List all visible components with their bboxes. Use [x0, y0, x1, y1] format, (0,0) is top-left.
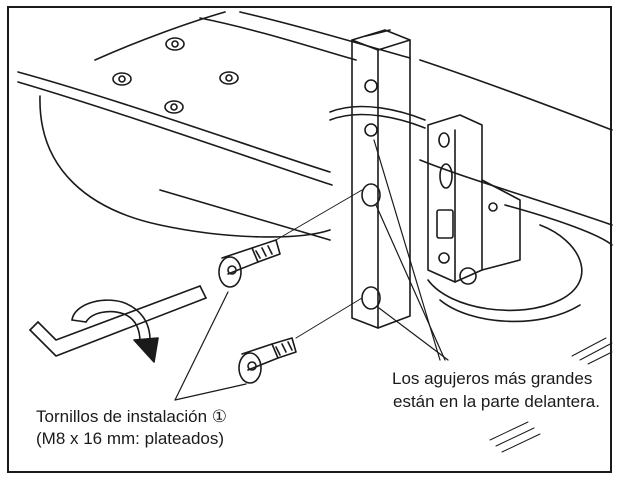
bracket-icon — [329, 29, 426, 329]
screw-icon — [218, 189, 363, 288]
screws-label-line1: Tornillos de instalación ① — [36, 407, 228, 426]
hatch-marks — [489, 337, 613, 453]
screw-icon — [238, 297, 363, 384]
illustration-frame — [7, 6, 612, 473]
plinth — [17, 11, 613, 246]
arm-base — [427, 114, 583, 323]
holes-label-line2: están en la parte delantera. — [393, 392, 600, 411]
hole-leaders — [373, 139, 449, 361]
holes-label-line1: Los agujeros más grandes — [392, 369, 593, 388]
plate-holes — [112, 37, 239, 114]
screws-label-line2: (M8 x 16 mm: plateados) — [36, 429, 225, 448]
screw-leaders — [174, 291, 247, 401]
rotation-arrow-icon — [71, 299, 159, 363]
hex-key-icon — [29, 285, 207, 357]
